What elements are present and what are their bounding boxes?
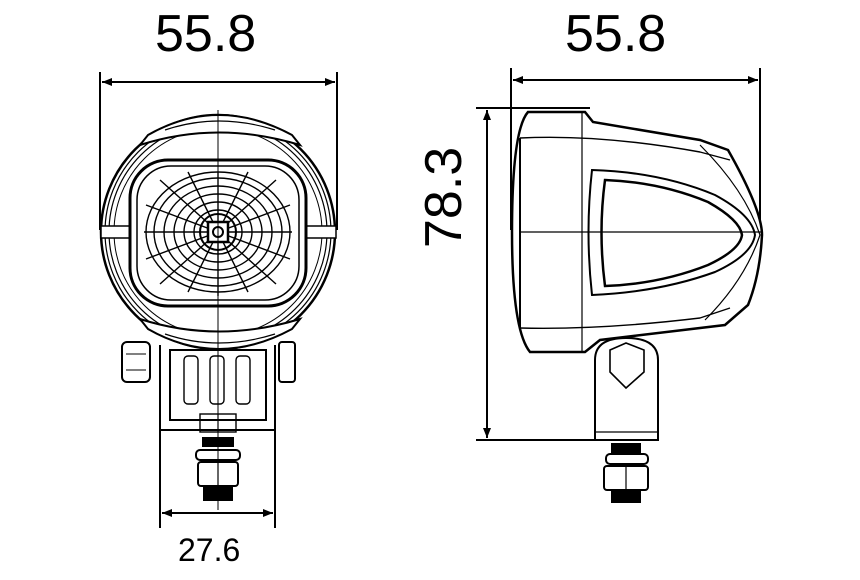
side-width-dimension: [510, 68, 761, 230]
side-view: [476, 68, 764, 503]
front-view: [99, 72, 338, 528]
front-mount-bracket: [121, 341, 296, 433]
height-label: 78.3: [415, 146, 473, 248]
mount-width-label: 27.6: [178, 532, 241, 568]
side-mount-bracket: [594, 336, 659, 441]
side-bolt: [603, 443, 649, 503]
mount-width-dimension: [159, 430, 276, 528]
front-caps: [137, 114, 303, 350]
height-dimension: [476, 107, 600, 441]
front-width-label: 55.8: [155, 5, 257, 63]
side-width-label: 55.8: [565, 5, 667, 63]
front-width-dimension: [99, 72, 338, 230]
